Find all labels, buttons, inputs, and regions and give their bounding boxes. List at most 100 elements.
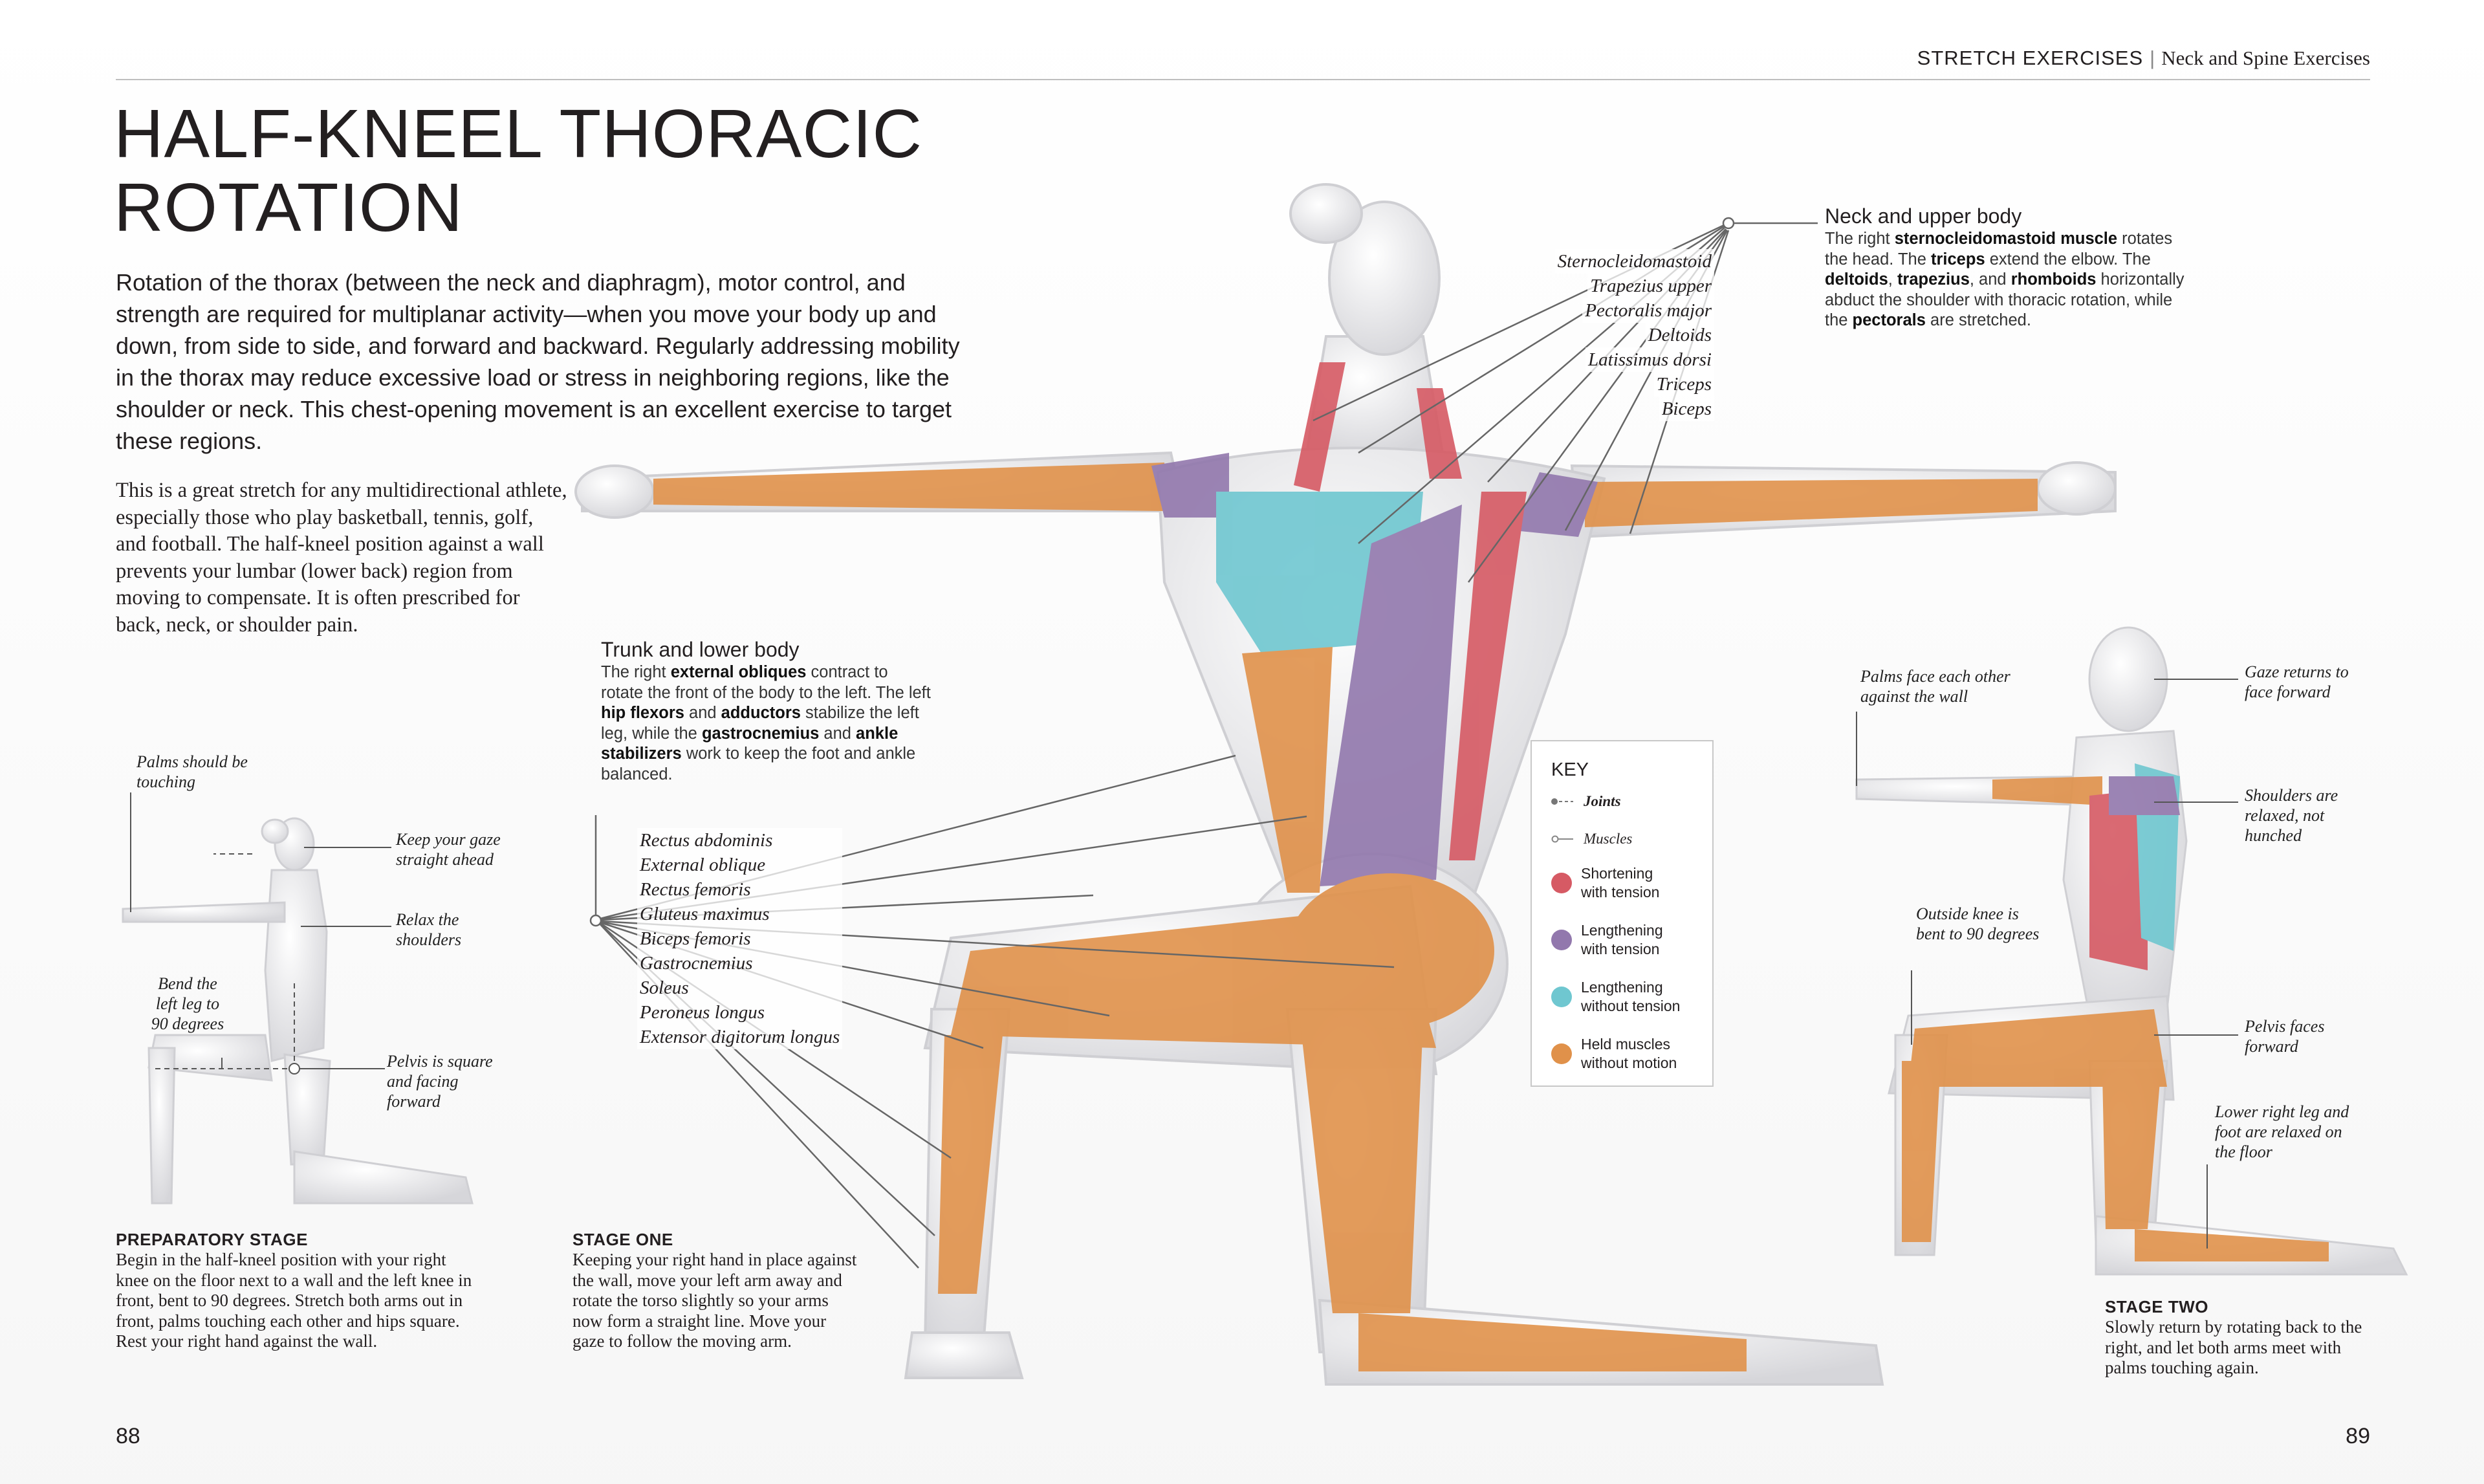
text-run: contract to rotate the front of the body… <box>601 663 931 702</box>
text-run: The right <box>601 663 671 681</box>
title-line-2: ROTATION <box>114 169 463 246</box>
s2-muscles <box>1902 763 2329 1261</box>
bold-term: rhomboids <box>2010 270 2097 289</box>
text-run: work to keep the foot and ankle balanced… <box>601 745 916 783</box>
note-relax-shoulders: Relax the shoulders <box>396 910 462 949</box>
muscle-label-peroneus-longus: Peroneus longus <box>637 1000 843 1025</box>
stage-two: STAGE TWO Slowly return by rotating back… <box>2105 1296 2383 1379</box>
text-run: rotates the head. The <box>1825 230 2173 268</box>
note-lower-right-leg: Lower right leg and foot are relaxed on … <box>2215 1102 2349 1161</box>
prep-torso <box>264 869 328 1062</box>
joint-marker-icon <box>1551 798 1574 805</box>
bold-term: ankle stabilizers <box>601 724 899 763</box>
text-run: and <box>684 704 721 722</box>
stage-one-figure <box>574 183 2117 1386</box>
trunk-box-text: The right external obliques contract to … <box>601 662 931 785</box>
cyan-dot-icon <box>1551 987 1572 1007</box>
muscle-label-gastrocnemius: Gastrocnemius <box>637 951 843 976</box>
muscle-label-latissimus-dorsi: Latissimus dorsi <box>1585 347 1714 372</box>
head <box>1328 201 1441 356</box>
stage-one-heading: STAGE ONE <box>572 1230 673 1249</box>
muscle-label-gluteus-maximus: Gluteus maximus <box>637 902 843 926</box>
upper-muscle-labels: Sternocleidomastoid Trapezius upper Pect… <box>1481 249 1714 421</box>
stage-two-text: Slowly return by rotating back to the ri… <box>2105 1317 2362 1377</box>
bold-term: sternocleidomastoid muscle <box>1894 230 2118 248</box>
section-label: STRETCH EXERCISES <box>1917 47 2144 69</box>
text-run: , and <box>1969 270 2011 289</box>
rear-thigh-muscles <box>1300 1022 1423 1313</box>
prep-hair-bun <box>261 818 289 844</box>
running-header: STRETCH EXERCISES | Neck and Spine Exercis… <box>1917 47 2370 70</box>
bold-term: external obliques <box>670 663 807 681</box>
subsection-label: Neck and Spine Exercises <box>2161 47 2370 69</box>
prep-front-shin <box>147 1047 176 1205</box>
sternocleidomastoid <box>1294 362 1346 492</box>
page-number-left: 88 <box>116 1424 140 1448</box>
muscle-label-sternocleidomastoid: Sternocleidomastoid <box>1554 249 1714 274</box>
note-palms-touching: Palms should be touching <box>136 752 248 791</box>
right-hand <box>2036 461 2117 516</box>
note-pelvis-square: Pelvis is square and facing forward <box>387 1052 493 1111</box>
header-separator: | <box>2150 47 2155 69</box>
muscle-label-rectus-femoris: Rectus femoris <box>637 877 843 902</box>
title-line-1: HALF-KNEEL THORACIC <box>114 96 923 172</box>
stage-one-text: Keeping your right hand in place against… <box>572 1250 857 1351</box>
deltoid-right <box>1514 472 1598 537</box>
bold-term: gastrocnemius <box>701 724 820 743</box>
note-bend-left-leg: Bend the left leg to 90 degrees <box>151 974 224 1033</box>
bold-term: pectorals <box>1852 311 1926 329</box>
stage-one: STAGE ONE Keeping your right hand in pla… <box>572 1229 857 1352</box>
text-run: The right <box>1825 230 1895 248</box>
muscle-marker-icon <box>1551 835 1574 843</box>
stage-two-heading: STAGE TWO <box>2105 1297 2209 1316</box>
prep-stage-heading: PREPARATORY STAGE <box>116 1230 308 1249</box>
external-oblique <box>1320 505 1462 886</box>
prep-arms <box>122 901 286 923</box>
muscle-label-rectus-abdominis: Rectus abdominis <box>637 828 843 853</box>
left-forearm-muscles <box>653 463 1164 511</box>
rectus-abdominis <box>1242 647 1333 893</box>
key-joints-label: Joints <box>1584 793 1621 809</box>
text-run: and <box>819 724 856 743</box>
neck-upper-body-box: Neck and upper body The right sternoclei… <box>1825 203 2187 331</box>
note-palms-face: Palms face each other against the wall <box>1860 667 2010 706</box>
note-shoulders-relaxed: Shoulders are relaxed, not hunched <box>2245 786 2338 845</box>
bold-term: deltoids <box>1825 270 1888 289</box>
bold-term: trapezius <box>1897 270 1970 289</box>
trunk-box-heading: Trunk and lower body <box>601 638 800 661</box>
note-pelvis-faces: Pelvis faces forward <box>2245 1017 2325 1056</box>
trunk-lower-body-box: Trunk and lower body The right external … <box>601 637 931 785</box>
orange-dot-icon <box>1551 1043 1572 1064</box>
neck-box-heading: Neck and upper body <box>1825 204 2022 228</box>
detail-paragraph: This is a great stretch for any multidir… <box>116 479 567 637</box>
muscle-label-biceps-femoris: Biceps femoris <box>637 926 843 951</box>
intro-column: Rotation of the thorax (between the neck… <box>116 267 976 638</box>
rear-calf-muscles <box>1358 1313 1747 1371</box>
preparatory-figure <box>122 817 474 1205</box>
red-dot-icon <box>1551 873 1572 893</box>
note-keep-gaze: Keep your gaze straight ahead <box>396 830 501 869</box>
bold-term: hip flexors <box>601 704 684 722</box>
muscle-overlays <box>653 362 2038 1371</box>
latissimus-dorsi <box>1449 492 1527 860</box>
key-muscles-label: Muscles <box>1584 831 1633 847</box>
text-run: extend the elbow. The <box>1985 250 2151 268</box>
text-run: stabilize the left leg, while the <box>601 704 919 743</box>
muscle-label-deltoids: Deltoids <box>1645 323 1714 347</box>
hair-bun <box>1289 183 1363 244</box>
key-joints: Joints <box>1551 793 1621 810</box>
prep-stage-text: Begin in the half-kneel position with yo… <box>116 1250 472 1351</box>
muscle-label-biceps: Biceps <box>1659 397 1714 421</box>
bold-term: adductors <box>721 704 801 722</box>
note-outside-knee: Outside knee is bent to 90 degrees <box>1916 904 2040 943</box>
preparatory-stage: PREPARATORY STAGE Begin in the half-knee… <box>116 1229 478 1352</box>
